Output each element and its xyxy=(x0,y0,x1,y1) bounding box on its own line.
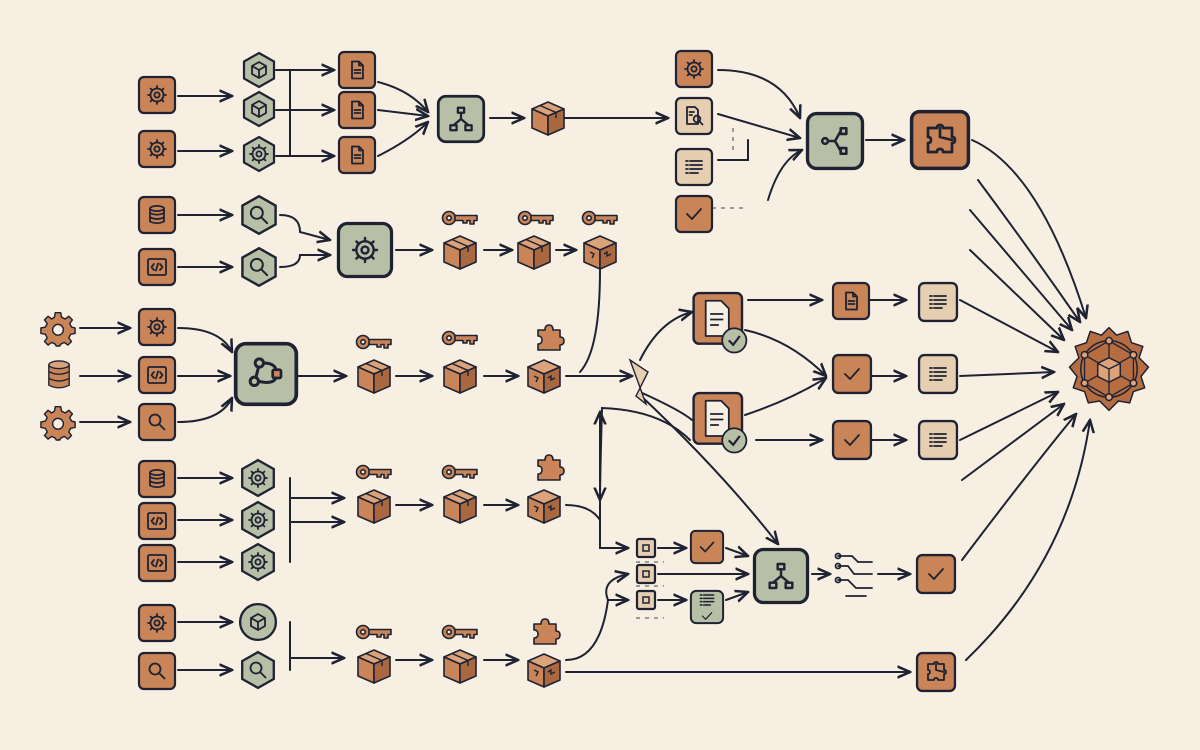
gear-icon xyxy=(40,311,76,347)
package-box-icon xyxy=(443,359,477,394)
package-box-icon xyxy=(527,359,561,394)
key-icon xyxy=(355,334,392,350)
node-gear-top xyxy=(674,49,714,89)
gear-icon xyxy=(40,405,76,441)
splitter-notch xyxy=(628,358,649,407)
key-icon xyxy=(441,624,478,640)
small-square-icon xyxy=(635,537,657,559)
node-doc-out xyxy=(831,281,871,321)
key-icon xyxy=(581,210,618,226)
node-puzzle-top xyxy=(909,109,971,171)
database-icon xyxy=(48,360,70,389)
node-search-r1 xyxy=(137,129,177,169)
node-checklist-small xyxy=(689,589,725,625)
node-gear-r3 xyxy=(137,307,177,347)
node-check-out-2 xyxy=(831,419,873,461)
node-hex-doc-2 xyxy=(337,90,377,130)
node-hex-cube-1 xyxy=(242,51,276,89)
small-square-icon xyxy=(635,563,657,585)
node-code-r4b xyxy=(137,543,177,583)
node-docsearch xyxy=(674,96,714,136)
node-hex-gear-4c xyxy=(241,542,275,582)
node-hex-search-5 xyxy=(241,650,275,690)
node-check-out-1 xyxy=(831,353,873,395)
puzzle-piece-icon xyxy=(533,618,561,645)
package-box-icon xyxy=(527,489,561,524)
node-hex-gear-4a xyxy=(241,458,275,498)
puzzle-piece-icon xyxy=(537,324,565,351)
network-hub-icon xyxy=(1068,326,1150,412)
package-box-icon xyxy=(527,653,561,688)
node-lines-out-1 xyxy=(917,281,959,323)
package-box-icon xyxy=(443,649,477,684)
node-check-lower xyxy=(915,553,957,595)
node-code-r4a xyxy=(137,501,177,541)
node-puzzle-bottom xyxy=(915,651,957,693)
package-box-icon xyxy=(531,101,565,136)
node-db-r4 xyxy=(137,459,177,499)
key-icon xyxy=(517,210,554,226)
node-lines-out-3 xyxy=(917,419,959,461)
node-hex-search-1 xyxy=(241,194,277,236)
small-square-icon xyxy=(635,589,657,611)
node-flowchart-1 xyxy=(436,94,486,144)
node-loop-process xyxy=(236,344,297,405)
key-icon xyxy=(441,210,478,226)
node-code-r2 xyxy=(137,247,177,287)
node-gear-r5 xyxy=(137,603,177,643)
node-code-r3 xyxy=(137,355,177,395)
node-fork-top xyxy=(805,111,865,171)
package-box-icon xyxy=(443,235,477,270)
key-icon xyxy=(355,624,392,640)
node-circle-cube xyxy=(238,602,278,642)
node-hex-gear-3 xyxy=(242,135,276,173)
node-gear-process xyxy=(336,221,394,279)
connectors xyxy=(79,70,1090,672)
node-gear-r1 xyxy=(137,75,177,115)
package-box-icon xyxy=(443,489,477,524)
node-hex-doc-1 xyxy=(337,50,377,90)
node-lines-out-2 xyxy=(917,353,959,395)
node-search-r5 xyxy=(137,651,177,691)
package-box-icon xyxy=(357,359,391,394)
key-icon xyxy=(441,464,478,480)
node-lines-top xyxy=(674,147,714,187)
node-hex-cube-2 xyxy=(242,90,276,128)
package-box-icon xyxy=(517,235,551,270)
key-icon xyxy=(441,330,478,346)
key-icon xyxy=(355,464,392,480)
package-box-icon xyxy=(583,235,617,270)
node-db-r2 xyxy=(137,195,177,235)
circuit-icon xyxy=(834,552,873,597)
node-check-top xyxy=(674,194,714,234)
node-check-small xyxy=(689,529,725,565)
puzzle-piece-icon xyxy=(537,454,565,481)
node-search-r3 xyxy=(137,402,177,442)
node-hex-gear-4b xyxy=(241,500,275,540)
document-check-icon xyxy=(692,291,748,354)
node-hex-search-2 xyxy=(241,246,277,288)
node-hex-doc-3 xyxy=(337,135,377,175)
document-check-icon xyxy=(692,391,748,454)
package-box-icon xyxy=(357,649,391,684)
node-flowchart-merge xyxy=(752,547,810,605)
package-box-icon xyxy=(357,489,391,524)
